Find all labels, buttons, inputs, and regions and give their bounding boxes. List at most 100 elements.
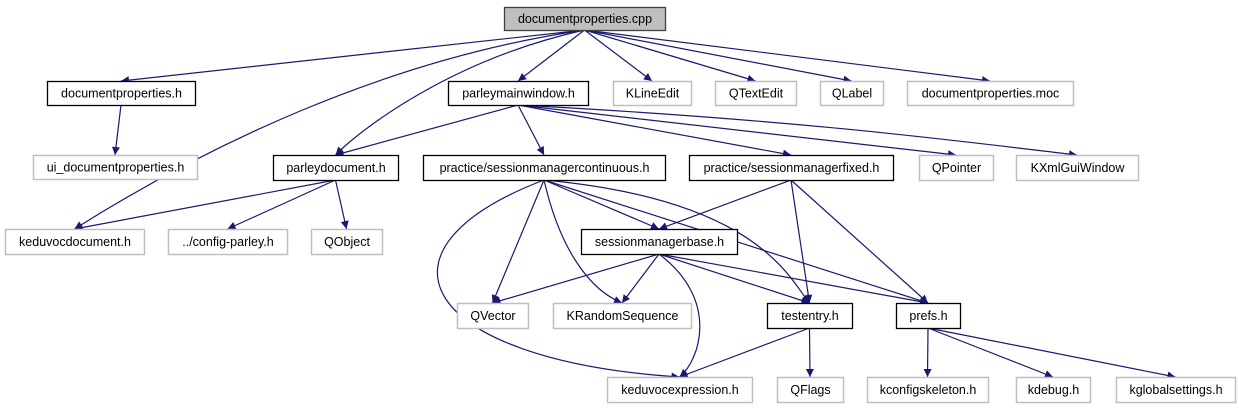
- node-kconfigskeleton-h: kconfigskeleton.h: [866, 376, 990, 404]
- edge-testentry-h-to-keduvocexpression-h: [679, 327, 810, 378]
- node-label: QLabel: [832, 87, 872, 101]
- node-keduvocdocument-h: keduvocdocument.h: [4, 228, 146, 256]
- node-box: [714, 80, 798, 107]
- edge-practice-sessionmanagercontinuous-h-to-keduvocexpression-h: [436, 179, 680, 381]
- node-label: parleydocument.h: [286, 161, 385, 175]
- node-label: QTextEdit: [729, 87, 784, 101]
- node-box: [1115, 376, 1237, 404]
- node-documentproperties-cpp[interactable]: documentproperties.cpp: [503, 6, 667, 32]
- node-box: [819, 80, 885, 107]
- edge-practice-sessionmanagercontinuous-h-to-qvector: [491, 179, 545, 304]
- node-label: prefs.h: [909, 309, 947, 323]
- node-label: KRandomSequence: [567, 309, 679, 323]
- node-label: QFlags: [790, 383, 830, 397]
- node-label: kdebug.h: [1028, 383, 1079, 397]
- node-box: [422, 154, 667, 182]
- node-label: documentproperties.cpp: [518, 12, 652, 26]
- node-qpointer: QPointer: [918, 154, 995, 182]
- edge-sessionmanagerbase-h-to-krandomsequence: [621, 253, 660, 304]
- edge-practice-sessionmanagercontinuous-h-to-krandomsequence: [543, 179, 623, 304]
- edge-parleymainwindow-h-to-qpointer: [517, 104, 957, 159]
- node-label: QObject: [324, 235, 370, 249]
- node-prefs-h[interactable]: prefs.h: [895, 302, 962, 330]
- node-label: keduvocdocument.h: [19, 235, 131, 249]
- edge-sessionmanagerbase-h-to-qvector: [492, 253, 660, 305]
- node-label: kconfigskeleton.h: [880, 383, 977, 397]
- edge-parleydocument-h-to-qobject: [334, 179, 349, 230]
- edge-sessionmanagerbase-h-to-prefs-h: [658, 253, 929, 306]
- node-box: [606, 376, 754, 404]
- edge-documentproperties-cpp-to-qtextedit: [584, 29, 756, 83]
- edges-layer: [74, 29, 1176, 381]
- node-parleydocument-h[interactable]: parleydocument.h: [272, 154, 400, 182]
- node-testentry-h[interactable]: testentry.h: [766, 302, 854, 330]
- edge-practice-sessionmanagerfixed-h-to-sessionmanagerbase-h: [658, 179, 792, 230]
- node-kglobalsettings-h: kglobalsettings.h: [1115, 376, 1237, 404]
- node-box: [46, 80, 197, 107]
- node-label: documentproperties.moc: [922, 87, 1060, 101]
- node-box: [4, 228, 146, 256]
- node-sessionmanagerbase-h[interactable]: sessionmanagerbase.h: [580, 228, 739, 256]
- node-parleymainwindow-h[interactable]: parleymainwindow.h: [447, 80, 590, 107]
- edge-documentproperties-cpp-to-keduvocdocument-h: [74, 29, 585, 230]
- node-box: [503, 6, 667, 32]
- edge-prefs-h-to-kconfigskeleton-h: [923, 327, 932, 378]
- edge-parleymainwindow-h-to-practice-sessionmanagercontinuous-h: [517, 104, 545, 156]
- node-label: kglobalsettings.h: [1129, 383, 1222, 397]
- node-box: [272, 154, 400, 182]
- node-box: [612, 80, 693, 107]
- node-qobject: QObject: [310, 228, 384, 256]
- node-documentproperties-h[interactable]: documentproperties.h: [46, 80, 197, 107]
- node-box: [447, 80, 590, 107]
- node-label: KLineEdit: [626, 87, 680, 101]
- edge-sessionmanagerbase-h-to-keduvocexpression-h: [658, 253, 701, 378]
- node-box: [918, 154, 995, 182]
- node-box: [1015, 376, 1092, 404]
- edge-parleymainwindow-h-to-kxmlguiwindow: [517, 104, 1078, 159]
- node-ui-documentproperties-h: ui_documentproperties.h: [32, 154, 199, 181]
- edge-parleymainwindow-h-to-parleydocument-h: [335, 104, 519, 157]
- edge-parleymainwindow-h-to-practice-sessionmanagerfixed-h: [517, 104, 792, 158]
- edge-sessionmanagerbase-h-to-testentry-h: [658, 253, 810, 305]
- edge-documentproperties-cpp-to-documentproperties-h: [120, 29, 585, 85]
- node-label: ../config-parley.h: [182, 235, 274, 249]
- edge-documentproperties-cpp-to-qlabel: [584, 29, 852, 84]
- node-label: keduvocexpression.h: [621, 383, 738, 397]
- node-label: QPointer: [932, 161, 981, 175]
- node-label: documentproperties.h: [61, 87, 182, 101]
- edge-testentry-h-to-qflags: [805, 327, 814, 378]
- node-qlabel: QLabel: [819, 80, 885, 107]
- node-label: parleymainwindow.h: [462, 87, 575, 101]
- node-label: sessionmanagerbase.h: [595, 235, 724, 249]
- edge-prefs-h-to-kglobalsettings-h: [927, 327, 1176, 380]
- node-box: [456, 302, 530, 330]
- node-kdebug-h: kdebug.h: [1015, 376, 1092, 404]
- node-box: [1015, 154, 1140, 182]
- node-box: [906, 80, 1075, 107]
- edge-parleydocument-h-to-config-parley-h: [227, 179, 336, 230]
- node-config-parley-h: ../config-parley.h: [167, 228, 289, 256]
- nodes-layer: documentproperties.cpp documentproperties…: [4, 6, 1237, 404]
- node-box: [167, 228, 289, 256]
- node-qtextedit: QTextEdit: [714, 80, 798, 107]
- edge-documentproperties-h-to-ui-documentproperties-h: [111, 104, 122, 156]
- node-box: [766, 302, 854, 330]
- node-klineedit: KLineEdit: [612, 80, 693, 107]
- node-krandomsequence: KRandomSequence: [552, 302, 693, 330]
- edge-documentproperties-cpp-to-parleymainwindow-h: [517, 29, 585, 82]
- node-practice-sessionmanagerfixed-h[interactable]: practice/sessionmanagerfixed.h: [688, 154, 895, 182]
- node-kxmlguiwindow: KXmlGuiWindow: [1015, 154, 1140, 182]
- edge-documentproperties-cpp-to-parleydocument-h: [335, 29, 585, 156]
- edge-practice-sessionmanagerfixed-h-to-testentry-h: [790, 179, 813, 304]
- node-practice-sessionmanagercontinuous-h[interactable]: practice/sessionmanagercontinuous.h: [422, 154, 667, 182]
- node-qflags: QFlags: [776, 376, 845, 404]
- node-keduvocexpression-h: keduvocexpression.h: [606, 376, 754, 404]
- node-label: practice/sessionmanagerfixed.h: [704, 161, 880, 175]
- edge-practice-sessionmanagercontinuous-h-to-sessionmanagerbase-h: [543, 179, 660, 230]
- node-box: [552, 302, 693, 330]
- node-label: testentry.h: [781, 309, 838, 323]
- node-label: QVector: [470, 309, 515, 323]
- edge-practice-sessionmanagerfixed-h-to-prefs-h: [790, 179, 929, 304]
- node-label: practice/sessionmanagercontinuous.h: [440, 161, 650, 175]
